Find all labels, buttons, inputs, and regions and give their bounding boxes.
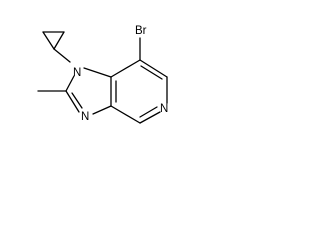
atom-label-n3: N bbox=[81, 111, 89, 123]
bond-c7-c6 bbox=[139, 59, 168, 78]
bond-cyclopropyl-3 bbox=[53, 31, 65, 50]
bond-cyclopropyl-2 bbox=[42, 31, 55, 50]
bond-n5-c4 bbox=[139, 111, 161, 124]
bond-c2-n3 bbox=[65, 90, 80, 113]
bond-n3-c3a bbox=[92, 105, 112, 115]
bond-c2-n3-inner bbox=[71, 92, 83, 109]
bond-c4-c3a bbox=[110, 105, 141, 124]
bond-n5-c4-inner bbox=[139, 106, 158, 118]
atom-label-n5: N bbox=[160, 103, 168, 115]
atom-labels: Br N N N bbox=[73, 25, 168, 123]
bond-c7a-n1 bbox=[83, 67, 112, 78]
structure-diagram: Br N N N bbox=[0, 0, 182, 156]
bond-c7-c6-inner bbox=[140, 65, 163, 80]
bonds bbox=[37, 31, 168, 124]
atom-label-n1: N bbox=[73, 67, 81, 79]
bond-n1-c2 bbox=[65, 75, 75, 92]
bond-c7a-c7 bbox=[110, 59, 141, 78]
bond-cyclopropyl-n1 bbox=[53, 48, 71, 63]
atom-label-br: Br bbox=[135, 25, 147, 37]
molecule-drawing: Br N N N bbox=[37, 25, 168, 124]
